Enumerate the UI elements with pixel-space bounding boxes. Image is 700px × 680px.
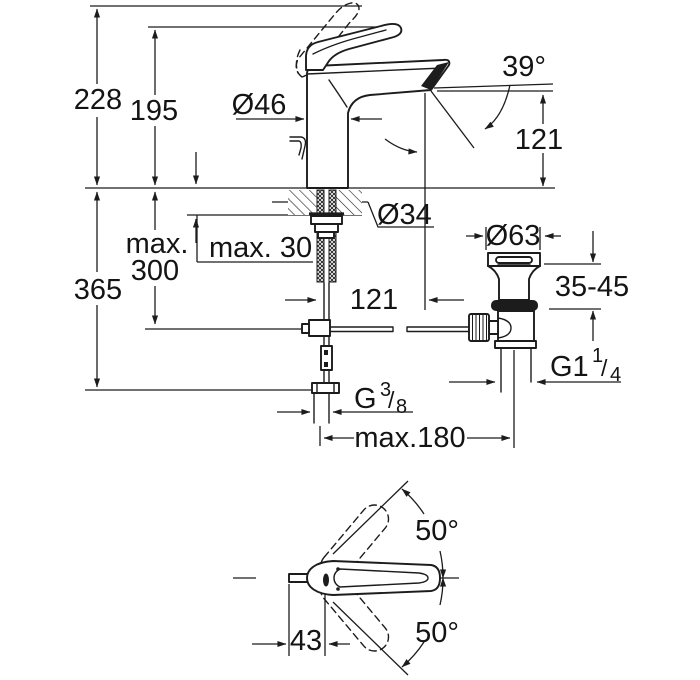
handle-side-outline bbox=[305, 22, 403, 71]
drain-plug bbox=[495, 256, 533, 264]
spout-top-edge bbox=[306, 67, 444, 75]
svg-text:G1: G1 bbox=[550, 351, 589, 383]
drain-assembly-view bbox=[449, 227, 621, 448]
drain-lever-rod bbox=[330, 326, 471, 333]
raised-handle-dashed bbox=[295, 2, 360, 78]
label-dia-46: Ø46 bbox=[232, 89, 287, 121]
handle-front-pin bbox=[288, 573, 310, 583]
outlet-leader-arrow bbox=[384, 138, 418, 155]
tailpiece-collar bbox=[494, 340, 537, 349]
drain-neck bbox=[487, 265, 541, 301]
svg-text:3: 3 bbox=[380, 379, 391, 401]
label-max-30: max. 30 bbox=[209, 232, 312, 264]
label-max-300-line2: 300 bbox=[131, 255, 179, 287]
label-range-35-45: 35-45 bbox=[555, 271, 629, 303]
cross-fitting-screw bbox=[301, 323, 310, 334]
svg-text:1: 1 bbox=[592, 345, 603, 367]
handle-side-inner-line bbox=[312, 29, 387, 55]
rod-stem bbox=[488, 320, 499, 335]
label-angle-39: 39° bbox=[502, 51, 546, 83]
o-ring-seal bbox=[491, 300, 538, 311]
body-spout-junction bbox=[328, 79, 348, 108]
countertop-section-left bbox=[288, 190, 317, 215]
supply-nut bbox=[311, 382, 340, 394]
rod-cross-fitting bbox=[308, 319, 331, 337]
label-dia-34: Ø34 bbox=[377, 199, 432, 231]
countertop-section-right bbox=[336, 190, 362, 215]
handle-pivot-mark bbox=[323, 573, 329, 587]
label-swing-down-50: 50° bbox=[415, 617, 459, 649]
label-max-180: max.180 bbox=[354, 422, 465, 454]
knurled-knob bbox=[468, 313, 490, 342]
faucet-side-view bbox=[288, 2, 471, 424]
label-supply-thread-g38: G 3 / 8 bbox=[354, 379, 407, 418]
pop-up-rod-hook bbox=[289, 136, 307, 160]
pop-up-pull-rod bbox=[301, 282, 333, 384]
svg-text:/: / bbox=[601, 355, 608, 381]
rod-socket bbox=[497, 317, 512, 339]
svg-text:8: 8 bbox=[396, 396, 407, 418]
mounting-nut bbox=[310, 215, 343, 239]
stream-angle-line bbox=[430, 90, 475, 149]
handle-top-view bbox=[233, 480, 459, 676]
label-height-195: 195 bbox=[130, 95, 178, 127]
svg-text:4: 4 bbox=[610, 364, 621, 386]
swing-down-line bbox=[332, 601, 409, 676]
label-spout-height-121: 121 bbox=[515, 124, 563, 156]
label-dia-63: Ø63 bbox=[486, 220, 541, 252]
handle-top-inner-line bbox=[333, 568, 429, 588]
dimension-labels: 228 195 Ø46 39° 121 365 max. 300 max. 30… bbox=[74, 51, 629, 657]
svg-text:G: G bbox=[354, 383, 377, 415]
rod-clamp bbox=[320, 345, 333, 371]
label-swing-up-50: 50° bbox=[415, 515, 459, 547]
swing-up-line bbox=[332, 480, 409, 555]
label-offset-43: 43 bbox=[290, 625, 322, 657]
label-reach-121: 121 bbox=[350, 284, 398, 316]
label-drain-thread-g114: G1 1 / 4 bbox=[550, 345, 621, 386]
supply-connection bbox=[311, 382, 340, 424]
label-height-228: 228 bbox=[74, 84, 122, 116]
aerator-outlet bbox=[421, 62, 449, 90]
svg-text:/: / bbox=[388, 387, 395, 413]
label-depth-365: 365 bbox=[74, 274, 122, 306]
label-max-300-line1: max. bbox=[126, 228, 189, 260]
